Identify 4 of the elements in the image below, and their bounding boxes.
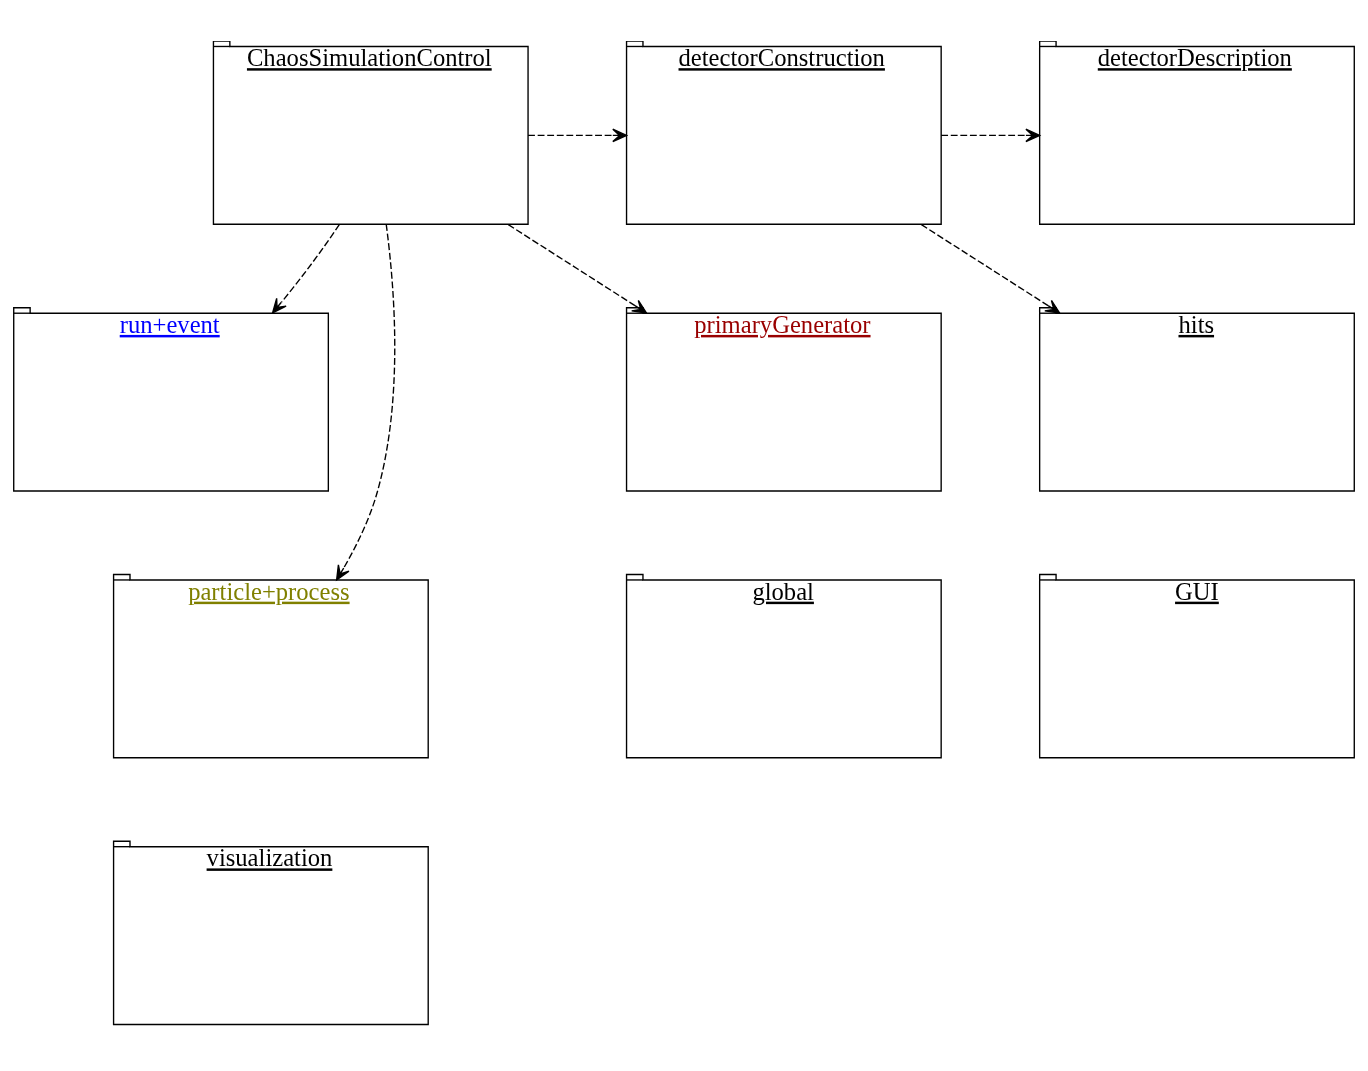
arrow [940,128,1041,143]
arrow [527,128,628,143]
arrow [335,223,396,581]
arrow [271,224,340,314]
